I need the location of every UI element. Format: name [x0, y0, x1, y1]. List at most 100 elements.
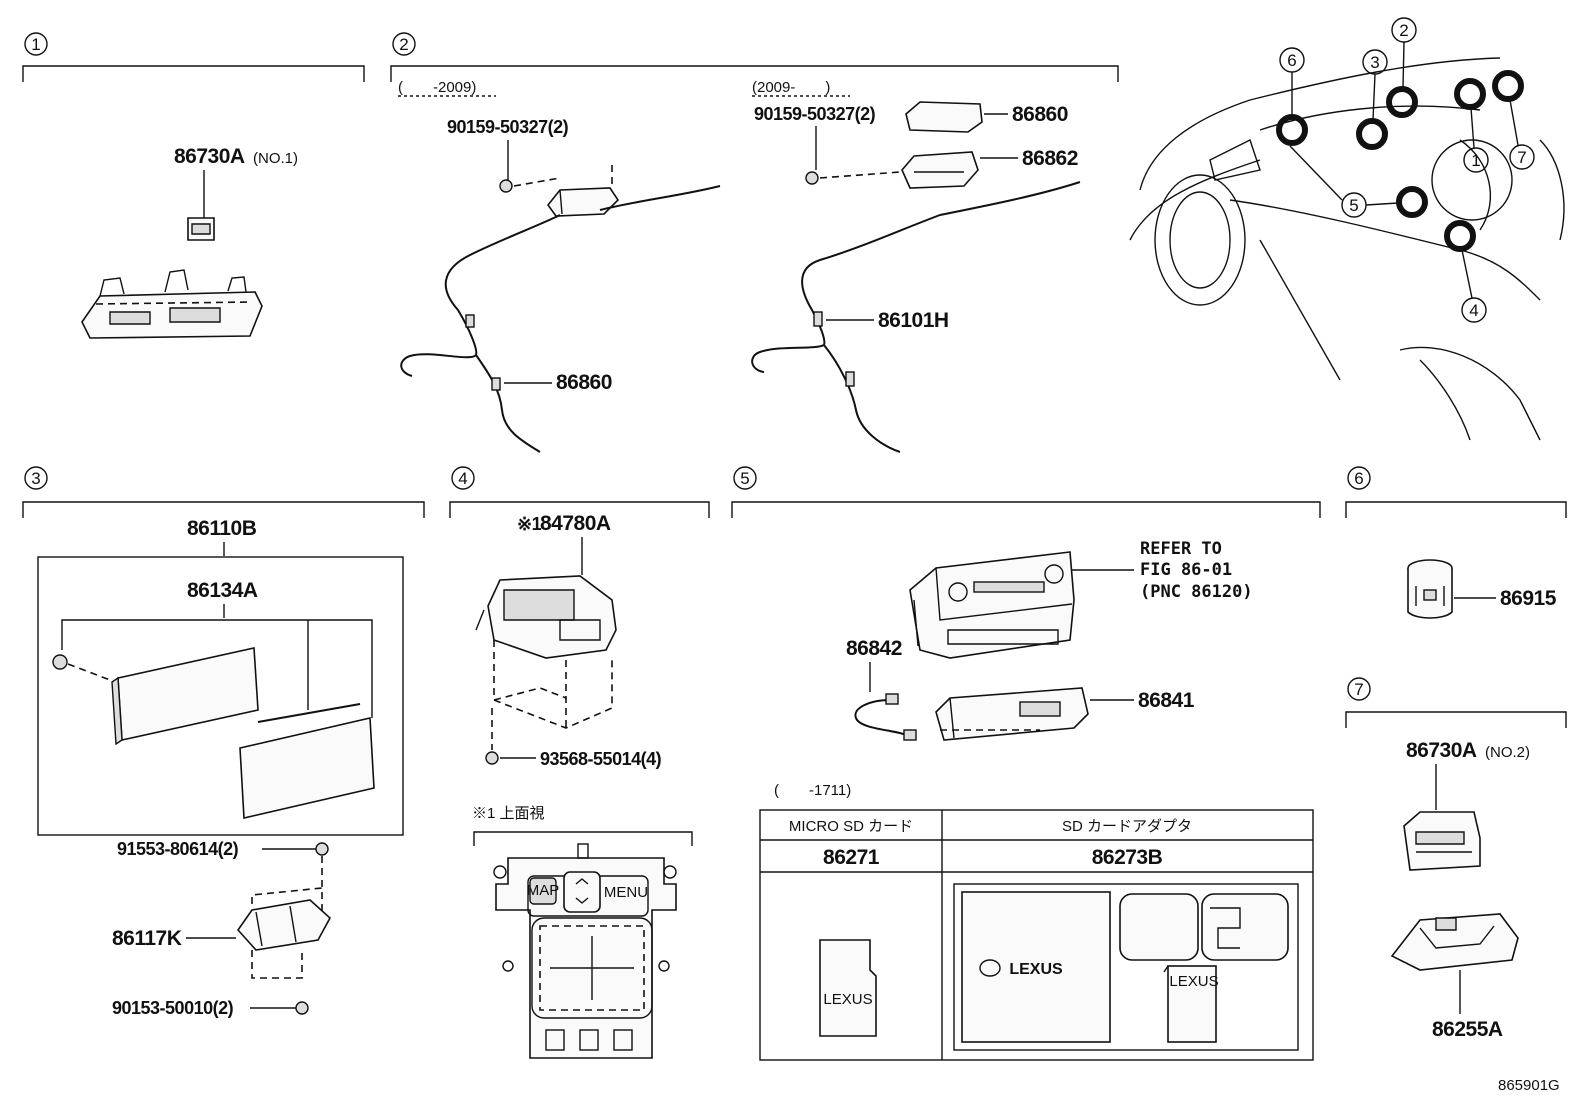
section-3: 86110B 86134A 91553-80614(2) 86117K 9015…	[37, 517, 404, 1018]
audio-unit-icon	[909, 551, 1075, 659]
bezel-86255A-label[interactable]: 86255A	[1432, 1018, 1503, 1041]
locator-hot-7	[1492, 70, 1524, 102]
section-7-header: 7	[1345, 677, 1567, 728]
case-open-icon	[1201, 893, 1289, 961]
locator-hot-3	[1356, 118, 1388, 150]
section-6: 86915	[1407, 559, 1557, 619]
table-header-sd-adapter: SD カードアダプタ	[1062, 818, 1192, 835]
locator-hot-6	[1276, 114, 1308, 146]
package-brand: LEXUS	[1009, 961, 1063, 978]
figure-code: 865901G	[1498, 1077, 1560, 1094]
section-7-number: 7	[1354, 680, 1363, 699]
screw-icon	[52, 654, 68, 670]
package-outline	[953, 883, 1299, 1051]
section-2-number: 2	[399, 35, 408, 54]
socket-86915-label[interactable]: 86915	[1500, 587, 1557, 610]
package-card-icon	[961, 891, 1111, 1043]
range-right-label: (2009- )	[752, 79, 830, 96]
adapter-brand: LEXUS	[1169, 973, 1218, 990]
vehicle-locator: 6 3 2 1 7 5 4	[1129, 17, 1565, 441]
section-5-number: 5	[740, 469, 749, 488]
locator-callout-4: 4	[1469, 301, 1478, 320]
display-glass-icon	[239, 717, 375, 819]
bezel-86255A-icon	[1390, 913, 1519, 971]
section-1-header: 1	[22, 32, 365, 82]
sd-card-table: MICRO SD カード SD カードアダプタ 86271 86273B LEX…	[759, 809, 1314, 1061]
display-86134A-label[interactable]: 86134A	[187, 579, 258, 602]
screw-90153-50010-label[interactable]: 90153-50010(2)	[112, 998, 234, 1018]
bolt-93568-55014-label[interactable]: 93568-55014(4)	[540, 749, 662, 769]
controller-top-view: MAP MENU	[493, 843, 677, 1059]
micro-sd-brand: LEXUS	[823, 991, 872, 1008]
locator-callout-6: 6	[1287, 51, 1296, 70]
range-left-label: ( -2009)	[398, 79, 476, 96]
sd-adapter-icon	[1167, 965, 1217, 1043]
scroll-button[interactable]	[563, 871, 601, 913]
locator-callout-2: 2	[1399, 21, 1408, 40]
refer-line-1: REFER TO	[1140, 539, 1222, 559]
section-2: ( -2009) (2009- ) 90159-50327(2) 86860 9…	[398, 79, 1081, 453]
part-86730A-no1-label[interactable]: 86730A	[174, 145, 245, 168]
bracket-86862-label[interactable]: 86862	[1022, 147, 1078, 170]
trim-strip	[257, 703, 361, 723]
section-4-header: 4	[449, 466, 710, 518]
locator-hot-5	[1396, 186, 1428, 218]
section-7: 86730A (NO.2) 86255A	[1390, 739, 1530, 1041]
locator-hot-2	[1386, 86, 1418, 118]
section-5-header: 5	[731, 466, 1321, 518]
socket-86915-icon	[1407, 559, 1453, 619]
top-view-title: ※1 上面視	[472, 805, 545, 822]
screw-91553-80614-label[interactable]: 91553-80614(2)	[117, 839, 239, 859]
assembly-86110B-label[interactable]: 86110B	[187, 517, 257, 540]
section-5: REFER TO FIG 86-01 (PNC 86120) 86842 868…	[759, 539, 1314, 1061]
controller-mark: ※1	[517, 514, 542, 534]
module-86841-label[interactable]: 86841	[1138, 689, 1195, 712]
bolt-icon	[499, 179, 513, 193]
part-86730A-no2-note: (NO.2)	[1485, 744, 1530, 761]
section-1: 86730A (NO.1)	[81, 145, 298, 339]
module-86841-icon	[935, 687, 1089, 741]
micro-sd-86271-label[interactable]: 86271	[823, 846, 880, 869]
console-panel-icon	[81, 269, 263, 339]
locator-hot-4	[1444, 220, 1476, 252]
mirror-icon	[1209, 139, 1261, 181]
harness-86101H-label[interactable]: 86101H	[878, 309, 949, 332]
display-panel-icon	[111, 647, 259, 746]
locator-callout-3: 3	[1370, 53, 1379, 72]
menu-button-label[interactable]: MENU	[604, 884, 648, 901]
module-86860-label[interactable]: 86860	[1012, 103, 1068, 126]
table-header-micro-sd: MICRO SD カード	[789, 818, 913, 835]
refer-line-3: (PNC 86120)	[1140, 582, 1253, 602]
locator-callout-7: 7	[1517, 148, 1526, 167]
assembly-86110B-box	[37, 556, 404, 836]
locator-hot-1	[1454, 78, 1486, 110]
bracket-86117K-label[interactable]: 86117K	[112, 927, 182, 950]
touch-pad[interactable]	[531, 917, 653, 1019]
section-6-number: 6	[1354, 469, 1363, 488]
bolt-90159-50327-right-label[interactable]: 90159-50327(2)	[754, 104, 876, 124]
section-4: ※1 84780A 93568-55014(4) ※1 上面視 MAP MENU	[472, 512, 693, 1059]
micro-sd-card-icon	[819, 939, 877, 1037]
module-86860-icon	[905, 101, 1008, 133]
bracket-86862-icon	[901, 151, 1018, 189]
cable-86842-icon	[854, 699, 909, 737]
cable-86842-label[interactable]: 86842	[846, 637, 902, 660]
section-3-number: 3	[31, 469, 40, 488]
map-button[interactable]	[529, 877, 557, 905]
part-86730A-no2-label[interactable]: 86730A	[1406, 739, 1477, 762]
part-86730A-no1-note: (NO.1)	[253, 150, 298, 167]
wire-harness-left	[400, 185, 721, 453]
locator-callout-5: 5	[1349, 196, 1358, 215]
bolt-90159-50327-left-label[interactable]: 90159-50327(2)	[447, 117, 569, 137]
refer-line-2[interactable]: FIG 86-01	[1140, 560, 1232, 580]
wire-harness-right	[751, 181, 1081, 453]
section-4-number: 4	[458, 469, 467, 488]
section-3-header: 3	[22, 466, 425, 518]
sd-adapter-86273B-label[interactable]: 86273B	[1092, 846, 1163, 869]
harness-86860-label[interactable]: 86860	[556, 371, 612, 394]
remote-touch-controller-icon	[475, 575, 617, 659]
controller-84780A-label[interactable]: 84780A	[540, 512, 611, 535]
section-1-number: 1	[31, 35, 40, 54]
table-range-label: ( -1711)	[774, 782, 851, 799]
